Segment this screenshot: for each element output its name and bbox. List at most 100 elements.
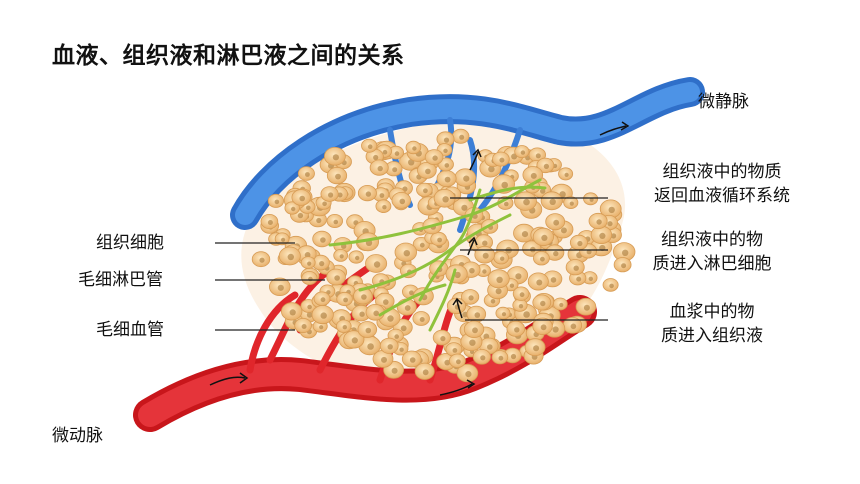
cell-nucleus (394, 151, 400, 156)
cell-nucleus (443, 137, 450, 143)
cell-nucleus (320, 237, 326, 243)
cell-nucleus (367, 144, 373, 149)
cell-nucleus (540, 300, 546, 307)
cell-nucleus (412, 146, 417, 151)
cell-nucleus (452, 348, 458, 353)
cell-nucleus (381, 356, 387, 363)
cell-nucleus (504, 201, 509, 207)
cell-nucleus (297, 212, 304, 219)
cell-nucleus (482, 240, 488, 246)
cell-nucleus (422, 369, 429, 376)
label-tissue-cell: 组织细胞 (96, 233, 164, 253)
cell-nucleus (379, 193, 385, 198)
cell-nucleus (305, 172, 310, 177)
label-lymph-capillary: 毛细淋巴管 (78, 270, 163, 290)
cell-nucleus (409, 290, 414, 296)
cell-nucleus (564, 172, 569, 177)
cell-nucleus (339, 254, 344, 259)
cell-nucleus (501, 312, 507, 317)
cell-nucleus (355, 255, 360, 261)
cell-nucleus (419, 317, 425, 322)
cell-nucleus (281, 237, 286, 242)
cell-nucleus (425, 168, 431, 175)
label-blood-capillary: 毛细血管 (96, 320, 164, 340)
cell-nucleus (373, 261, 381, 268)
cell-nucleus (488, 165, 495, 173)
cell-nucleus (399, 198, 406, 205)
cell-nucleus (409, 357, 416, 363)
leader-lines (215, 197, 608, 331)
cell-nucleus (499, 157, 505, 163)
cell-nucleus (588, 276, 593, 281)
cell-nucleus (267, 220, 273, 225)
cell-nucleus (444, 176, 451, 183)
cell-nucleus (482, 269, 487, 274)
cell-nucleus (307, 304, 312, 310)
cell-nucleus (351, 337, 358, 344)
label-venule: 微静脉 (698, 92, 749, 112)
cell-nucleus (510, 353, 517, 360)
cell-nucleus (540, 188, 546, 194)
lymph-capillaries (328, 178, 547, 332)
cell-nucleus (365, 191, 372, 197)
cell-nucleus (444, 163, 450, 168)
cell-nucleus (490, 299, 496, 304)
cell-nucleus (277, 284, 284, 291)
cell-nucleus (540, 324, 547, 331)
cell-nucleus (536, 279, 543, 286)
cell-nucleus (576, 276, 582, 282)
cell-nucleus (391, 367, 398, 374)
cell-nucleus (456, 359, 461, 365)
cell-nucleus (373, 154, 379, 161)
cell-nucleus (287, 253, 294, 261)
label-return-to-blood: 组织液中的物质 返回血液循环系统 (654, 162, 790, 206)
cell-nucleus (607, 221, 613, 227)
cell-nucleus (577, 240, 583, 247)
cell-nucleus (437, 237, 442, 243)
cell-nucleus (382, 205, 387, 210)
cell-nucleus (322, 201, 327, 207)
cell-nucleus (589, 197, 594, 202)
cell-nucleus (274, 199, 280, 205)
cell-nucleus (337, 192, 343, 198)
cell-nucleus (343, 297, 348, 303)
cell-nucleus (530, 172, 537, 179)
cell-nucleus (443, 148, 448, 153)
cell-nucleus (335, 173, 341, 180)
cell-nucleus (495, 288, 502, 295)
cell-nucleus (609, 283, 614, 289)
cell-nucleus (306, 205, 311, 211)
cell-nucleus (291, 206, 296, 212)
cell-nucleus (540, 256, 545, 262)
cell-nucleus (496, 276, 503, 283)
cell-nucleus (533, 345, 540, 352)
cell-nucleus (523, 198, 530, 206)
cell-nucleus (500, 256, 505, 261)
cell-nucleus (342, 325, 347, 330)
cell-nucleus (553, 250, 559, 257)
cell-nucleus (367, 343, 374, 350)
label-arteriole: 微动脉 (52, 426, 103, 446)
cell-nucleus (392, 167, 398, 173)
cell-nucleus (583, 304, 590, 311)
cell-nucleus (440, 336, 446, 342)
cell-nucleus (482, 252, 489, 259)
cell-nucleus (535, 153, 541, 159)
cell-nucleus (549, 198, 556, 205)
cell-nucleus (520, 150, 526, 155)
cell-nucleus (319, 325, 324, 330)
cell-nucleus (560, 227, 567, 234)
cell-nucleus (404, 305, 411, 311)
cell-nucleus (543, 163, 550, 169)
label-into-lymph: 组织液中的物 质进入淋巴细胞 (652, 230, 772, 274)
cell-nucleus (359, 311, 365, 317)
cell-nucleus (459, 134, 465, 140)
cell-nucleus (487, 344, 493, 350)
cell-nucleus (319, 261, 325, 267)
cell-nucleus (394, 334, 400, 339)
cell-nucleus (419, 242, 425, 248)
cell-nucleus (328, 192, 334, 198)
cell-nucleus (387, 344, 393, 350)
cell-nucleus (608, 206, 615, 214)
cell-nucleus (463, 175, 470, 182)
